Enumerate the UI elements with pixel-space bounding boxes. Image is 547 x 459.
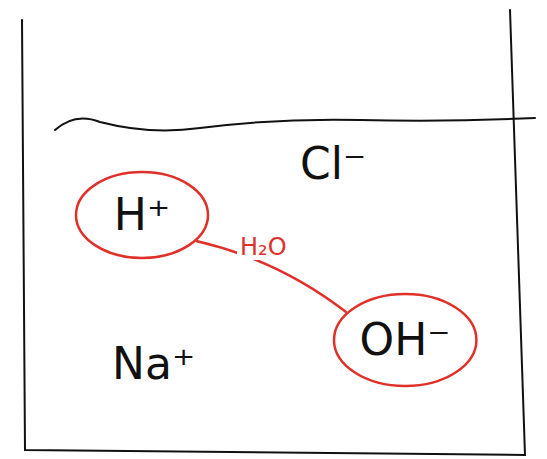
beaker-wall bbox=[22, 10, 525, 455]
circle-stroke bbox=[76, 172, 208, 258]
circle-stroke bbox=[334, 294, 476, 386]
ion-circle: H⁺ bbox=[74, 170, 210, 260]
ion-circle: OH⁻ bbox=[332, 292, 478, 388]
ion-label: Cl⁻ bbox=[300, 140, 366, 188]
water-surface bbox=[55, 118, 535, 130]
ion-formula: OH⁻ bbox=[360, 316, 451, 364]
edge-label: H₂O bbox=[237, 234, 290, 260]
ion-formula: H⁺ bbox=[114, 191, 170, 239]
ion-label: Na⁺ bbox=[112, 340, 195, 388]
